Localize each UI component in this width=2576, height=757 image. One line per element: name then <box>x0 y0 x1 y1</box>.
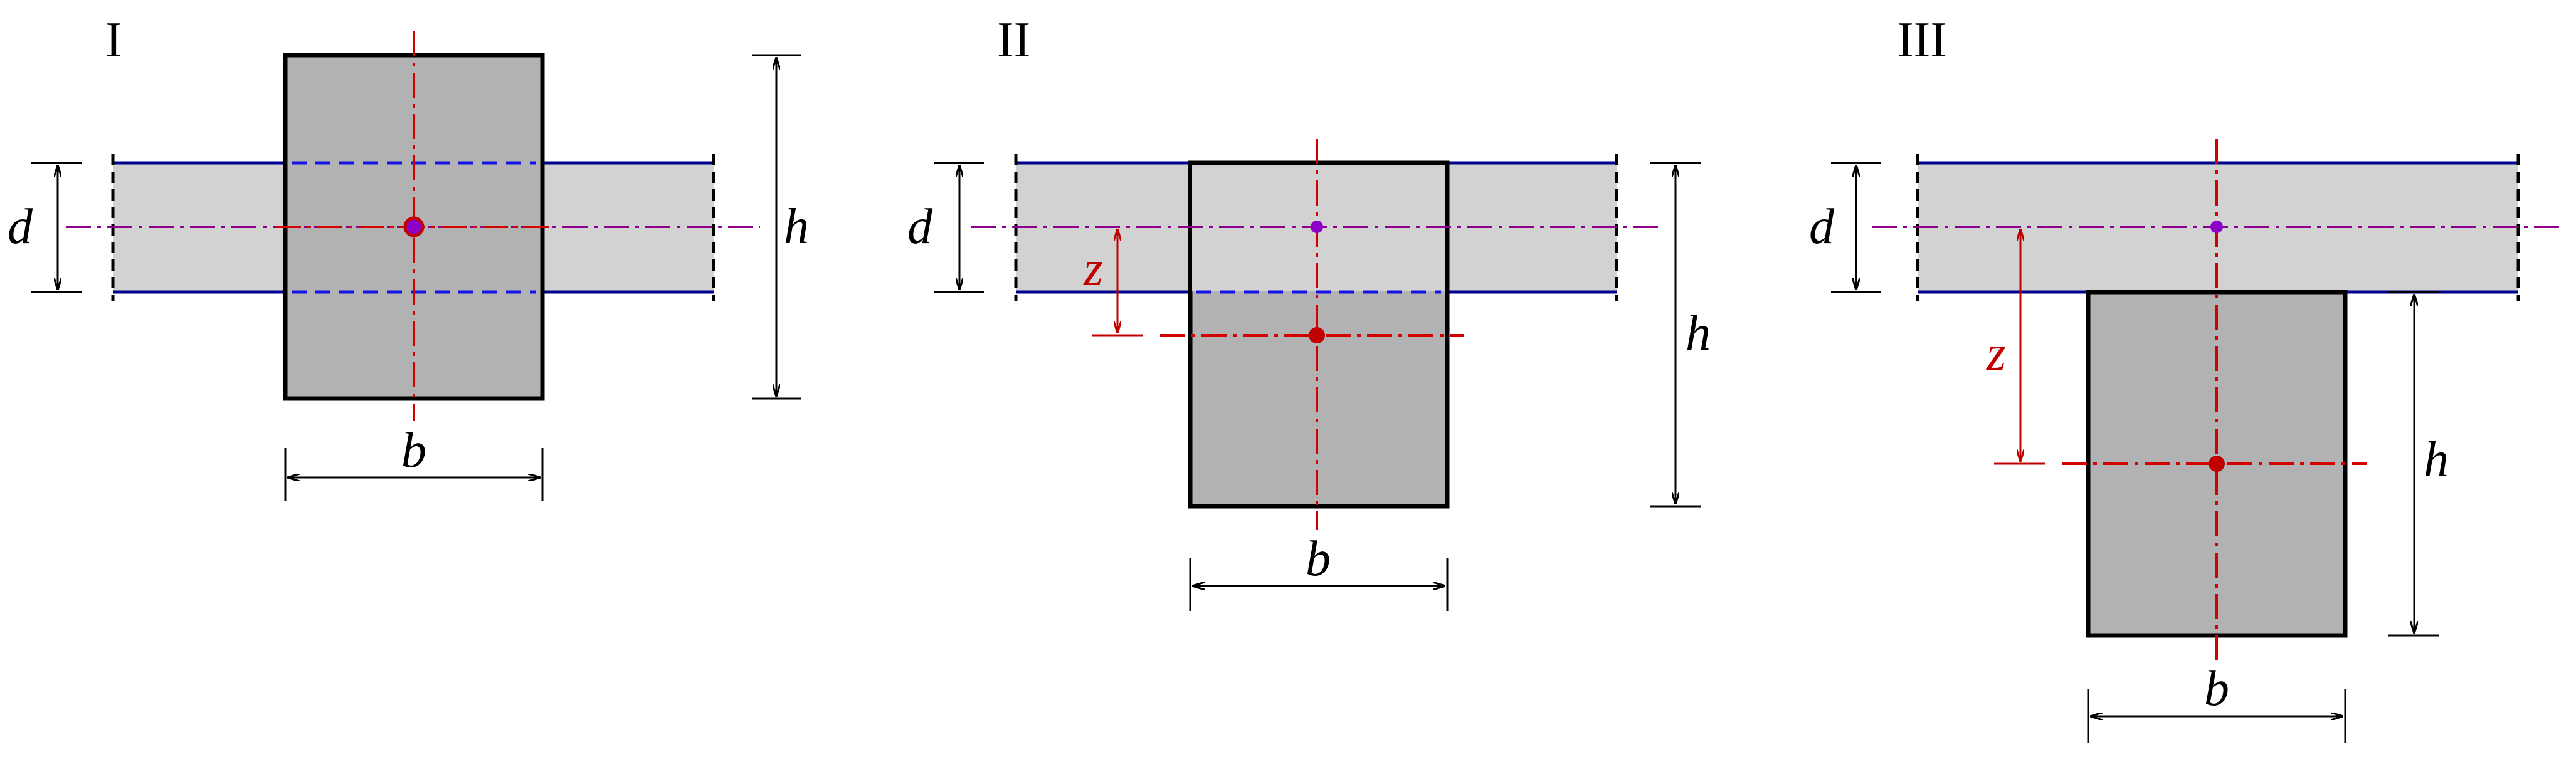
h-label: h <box>1686 306 1711 361</box>
z-label: z <box>1986 326 2006 381</box>
panel-1: I d h b <box>8 13 809 501</box>
slab-centroid-point <box>2210 221 2223 233</box>
panel-1-title: I <box>105 13 122 68</box>
centroid-point <box>403 216 425 238</box>
panel-2-title: II <box>997 13 1030 68</box>
beam-centroid-point <box>2209 456 2225 472</box>
h-label: h <box>784 199 809 254</box>
beam-centroid-point <box>1309 327 1325 343</box>
slab-centroid-point <box>1311 221 1323 233</box>
z-label: z <box>1083 241 1103 296</box>
b-label: b <box>2204 661 2229 716</box>
panel-3: III d z h b <box>1809 13 2565 743</box>
d-label: d <box>8 199 33 254</box>
d-label: d <box>907 199 933 254</box>
b-label: b <box>1306 531 1331 587</box>
d-label: d <box>1809 199 1835 254</box>
b-label: b <box>401 423 426 478</box>
panel-2: II d z h b <box>907 13 1711 611</box>
panel-3-title: III <box>1897 13 1947 68</box>
h-label: h <box>2424 432 2449 488</box>
